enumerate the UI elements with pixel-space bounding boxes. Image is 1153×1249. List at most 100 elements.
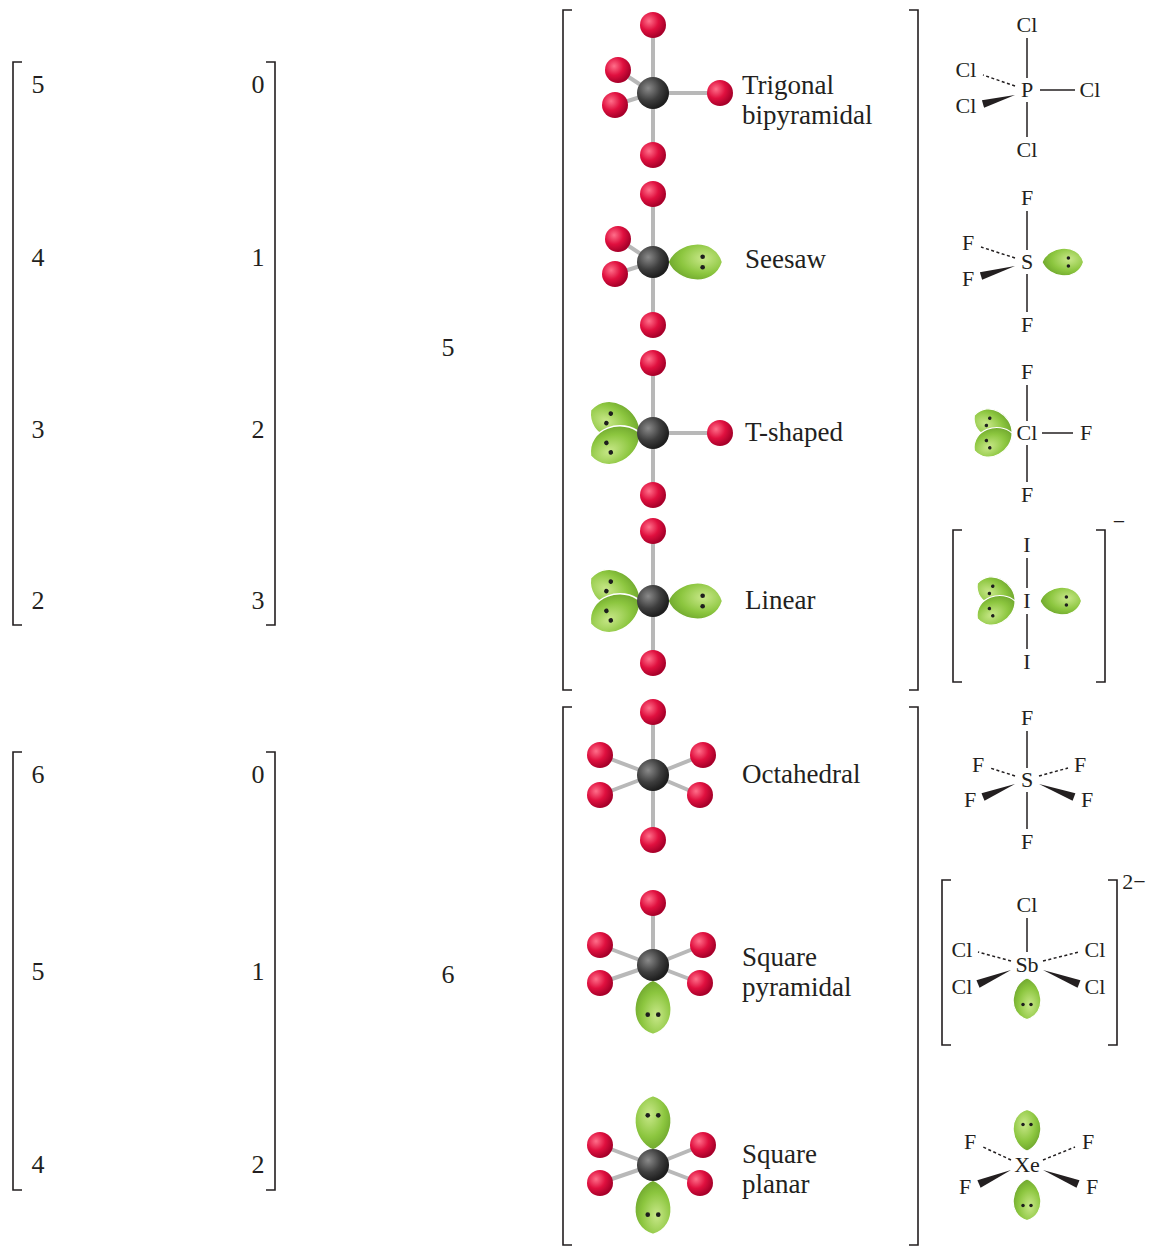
outer-atom [707,420,733,446]
shape-name: Trigonal bipyramidal [742,71,912,130]
ion-bracket [1096,530,1105,682]
left-bracket [13,62,22,625]
wedge-bond [1043,970,1080,988]
outer-atom [690,1132,716,1158]
wedge-bond [976,970,1011,988]
ball-and-stick-model [583,350,733,508]
lone-pair-lobe [968,420,1017,463]
central-atom [637,759,669,791]
atom-symbol: F [962,267,974,291]
atom-symbol: S [1021,250,1033,274]
right-bracket [266,62,275,625]
count-number: 1 [252,958,265,987]
outer-atom [707,80,733,106]
dashed-bond [981,247,1015,258]
line-bond [1026,38,1028,78]
ball-and-stick-model [602,12,733,168]
shape-name: Square planar [742,1140,872,1199]
ion-bracket [1108,880,1117,1045]
dashed-bond [1039,768,1068,776]
shape-name: Square pyramidal [742,943,872,1002]
line-bond [1026,792,1028,829]
outer-atom [602,261,628,287]
lone-pair-lobe [1013,978,1041,1020]
outer-atom [687,782,713,808]
atom-symbol: Cl [956,58,977,82]
atom-symbol: F [1080,421,1092,445]
outer-atom [605,57,631,83]
outer-atom [687,970,713,996]
outer-atom [640,650,666,676]
central-atom [637,417,669,449]
line-bond [1026,731,1028,768]
atom-symbol: Cl [1017,138,1038,162]
line-bond [1026,274,1028,312]
atom-symbol: I [1023,650,1030,674]
atom-symbol: Cl [1017,13,1038,37]
atom-symbol: F [1021,313,1033,337]
atom-symbol: F [1081,788,1093,812]
ion-bracket [953,530,962,682]
atom-symbol: Cl [1017,421,1038,445]
left-bracket [13,752,22,1190]
formula-lone-pairs [968,248,1083,1220]
right-bracket [909,10,918,690]
atom-symbol: Cl [1017,893,1038,917]
outer-atom [640,12,666,38]
charge-sign: − [1113,510,1125,534]
atom-symbol: F [1021,483,1033,507]
atom-symbol: Cl [1080,78,1101,102]
ball-and-stick-model [602,181,723,338]
atom-symbol: I [1023,533,1030,557]
central-atom [637,949,669,981]
wedge-bond [981,784,1015,801]
outer-atom [587,1170,613,1196]
central-atom [637,1149,669,1181]
dashed-bond [983,75,1015,86]
line-bond [1042,432,1073,434]
atom-symbol: F [962,231,974,255]
atom-symbol: Cl [1085,975,1106,999]
dashed-bond [1043,952,1079,961]
outer-atom [587,932,613,958]
central-atom [637,585,669,617]
outer-atom [640,181,666,207]
outer-atom [587,970,613,996]
line-bond [1026,211,1028,250]
outer-atom [640,518,666,544]
count-number: 1 [252,244,265,273]
ball-and-stick-model [587,699,716,853]
atom-symbol: F [964,788,976,812]
wedge-bond [1039,784,1075,801]
outer-atom [687,1170,713,1196]
count-number: 4 [32,244,45,273]
outer-atom [690,932,716,958]
ball-and-stick-model [587,890,716,1035]
lone-pair-lobe [971,588,1020,631]
atom-symbol: Cl [1085,938,1106,962]
domain-number: 5 [442,334,455,363]
lone-pair-lobe [583,417,648,473]
atom-symbol: F [1082,1130,1094,1154]
structures [583,12,1084,1235]
atom-symbol: F [1086,1175,1098,1199]
atom-symbol: Sb [1015,953,1038,977]
outer-atom [640,350,666,376]
dashed-bond [1043,1147,1075,1160]
domain-number: 6 [442,961,455,990]
wedge-bond [982,95,1015,108]
dashed-bond [983,1147,1011,1160]
line-bond [1026,445,1028,482]
right-bracket [266,752,275,1190]
atom-symbol: F [959,1175,971,1199]
outer-atom [587,1132,613,1158]
atom-symbol: P [1021,78,1033,102]
line-bond [1026,102,1028,137]
atom-symbol: F [1021,186,1033,210]
lone-pair-lobe [635,1180,671,1235]
wedge-bond [980,266,1015,280]
outer-atom [640,482,666,508]
right-bracket [909,707,918,1245]
count-number: 3 [252,587,265,616]
outer-atom [640,312,666,338]
